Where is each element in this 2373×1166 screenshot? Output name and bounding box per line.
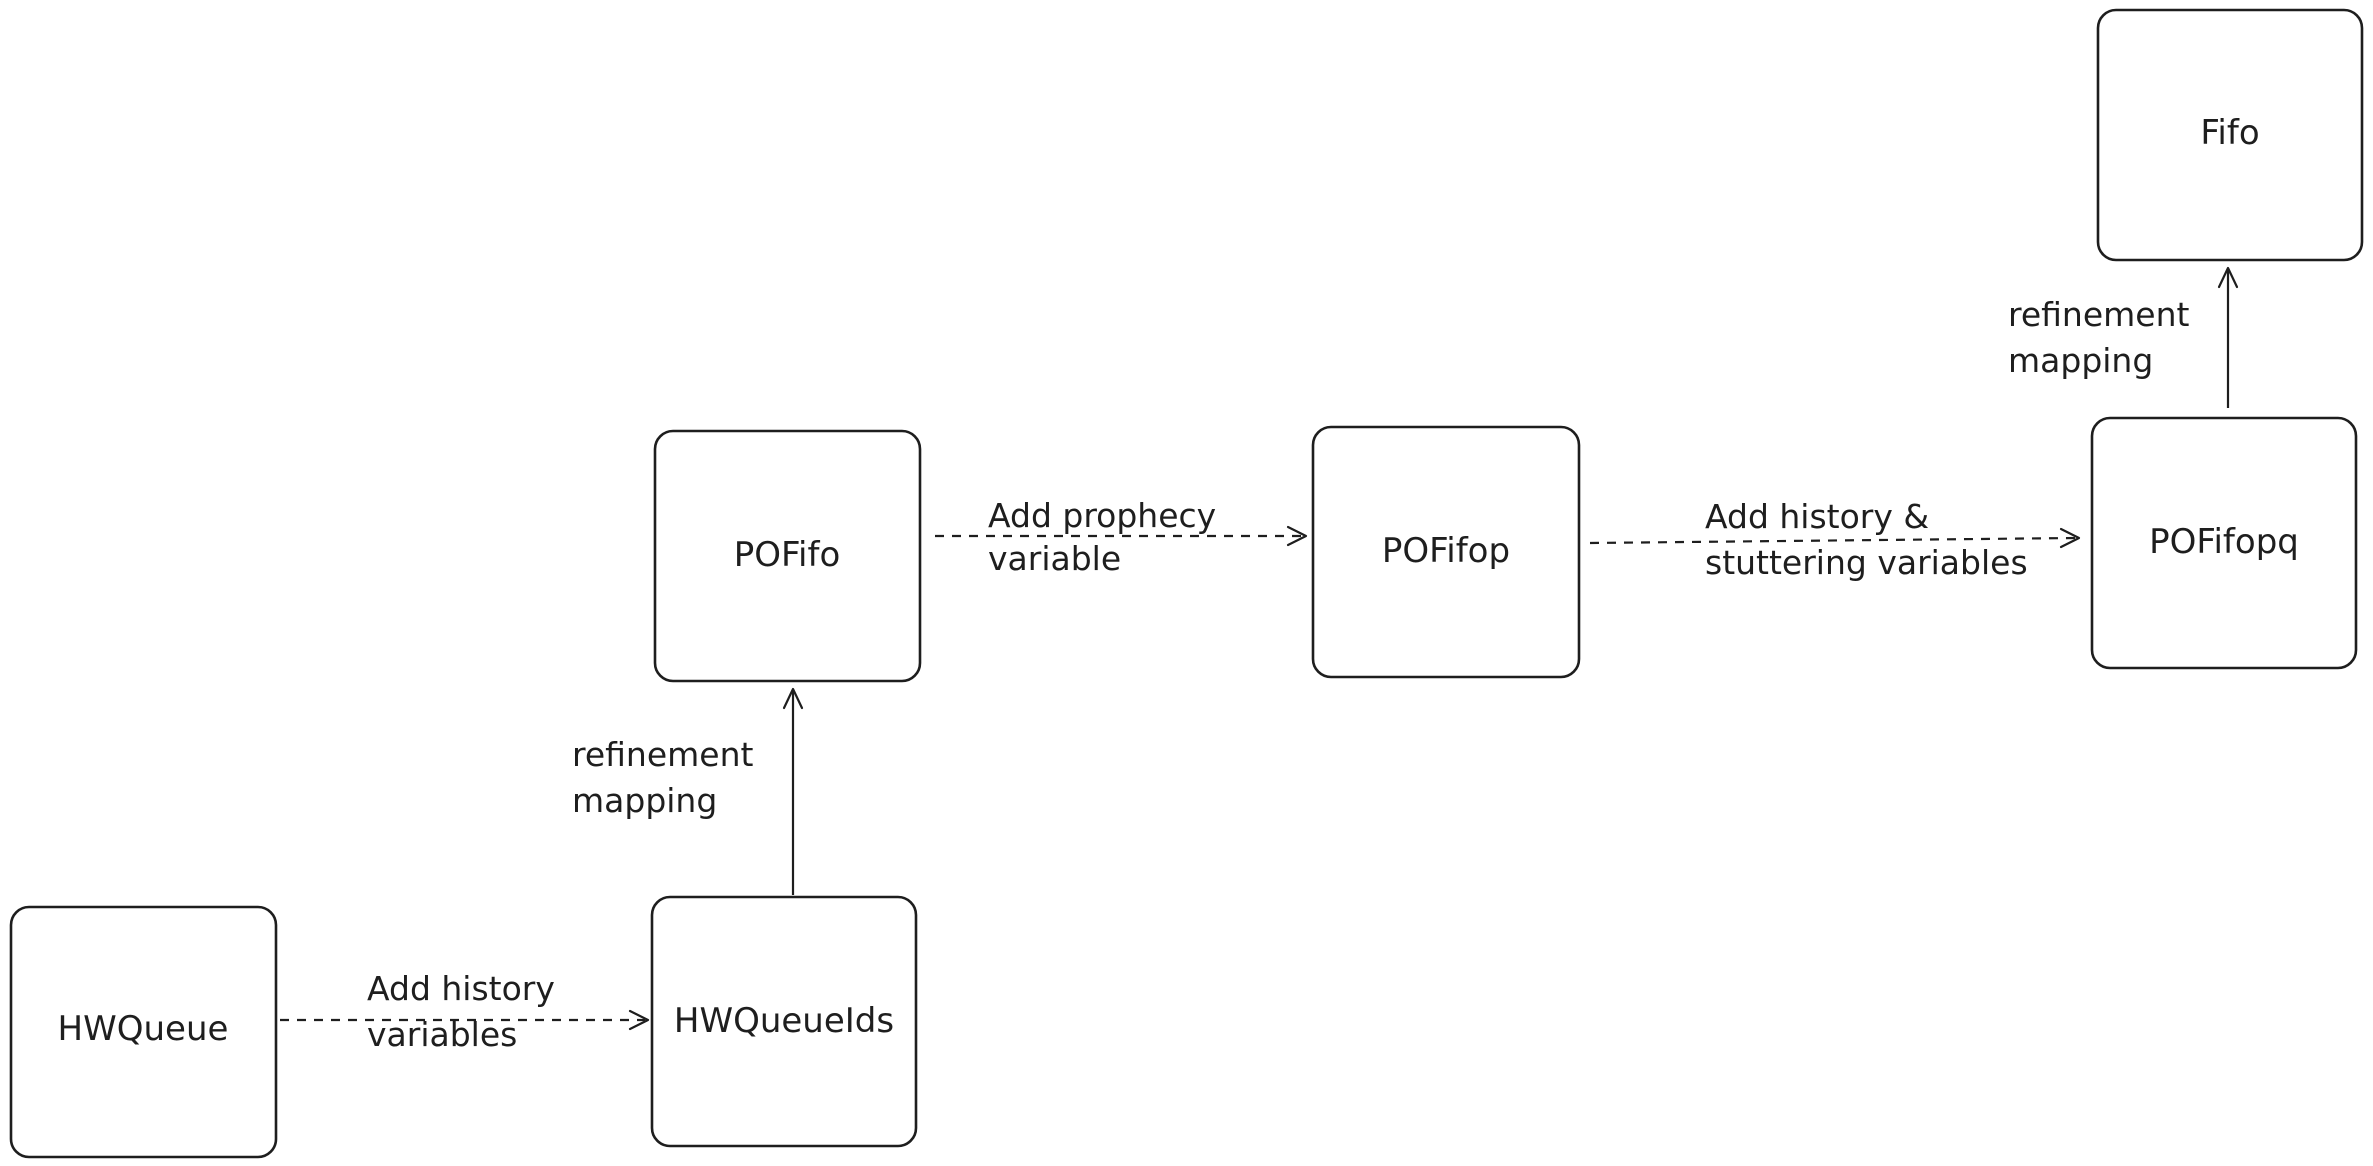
node-pofifopq[interactable]: POFifopq <box>2090 416 2358 670</box>
node-fifo[interactable]: Fifo <box>2096 8 2364 262</box>
node-pofifop[interactable]: POFifop <box>1311 425 1581 679</box>
node-box <box>1311 425 1581 679</box>
edge-label-line-1: Add history <box>367 969 555 1008</box>
node-label: HWQueue <box>58 1009 229 1049</box>
node-box <box>650 895 918 1148</box>
edge-pofifopq-to-fifo: refinement mapping <box>2008 266 2239 408</box>
node-label: POFifo <box>734 535 841 575</box>
edge-pofifop-to-pofifopq: Add history & stuttering variables <box>1589 497 2081 582</box>
edge-label-line-2: variables <box>367 1015 517 1054</box>
edge-label-line-1: refinement <box>572 735 754 774</box>
edge-line <box>1589 536 2077 545</box>
edge-label-line-2: variable <box>988 539 1121 578</box>
edge-label-line-1: Add prophecy <box>988 496 1216 535</box>
edge-label-line-2: mapping <box>572 781 717 820</box>
edge-label-line-1: Add history & <box>1705 497 1929 536</box>
node-hwqueueids[interactable]: HWQueueIds <box>650 895 918 1148</box>
node-label: Fifo <box>2200 113 2259 153</box>
node-box <box>2090 416 2358 670</box>
arrow-head <box>2217 266 2239 289</box>
edge-label-line-2: mapping <box>2008 341 2153 380</box>
node-label: HWQueueIds <box>674 1001 894 1041</box>
node-label: POFifopq <box>2149 522 2299 562</box>
node-box <box>653 429 922 683</box>
edge-pofifo-to-pofifop: Add prophecy variable <box>935 496 1308 578</box>
edge-label-line-1: refinement <box>2008 295 2190 334</box>
node-pofifo[interactable]: POFifo <box>653 429 922 683</box>
edge-hwqueue-to-hwqueueids: Add history variables <box>280 969 650 1054</box>
arrow-head <box>2059 527 2081 549</box>
node-hwqueue[interactable]: HWQueue <box>9 905 278 1159</box>
node-label: POFifop <box>1382 531 1510 571</box>
node-box <box>9 905 278 1159</box>
edge-hwqueueids-to-pofifo: refinement mapping <box>572 687 804 895</box>
node-box <box>2096 8 2364 262</box>
arrow-head <box>628 1009 650 1031</box>
arrow-head <box>1286 525 1308 547</box>
edge-label-line-2: stuttering variables <box>1705 543 2028 582</box>
arrow-head <box>782 687 804 710</box>
